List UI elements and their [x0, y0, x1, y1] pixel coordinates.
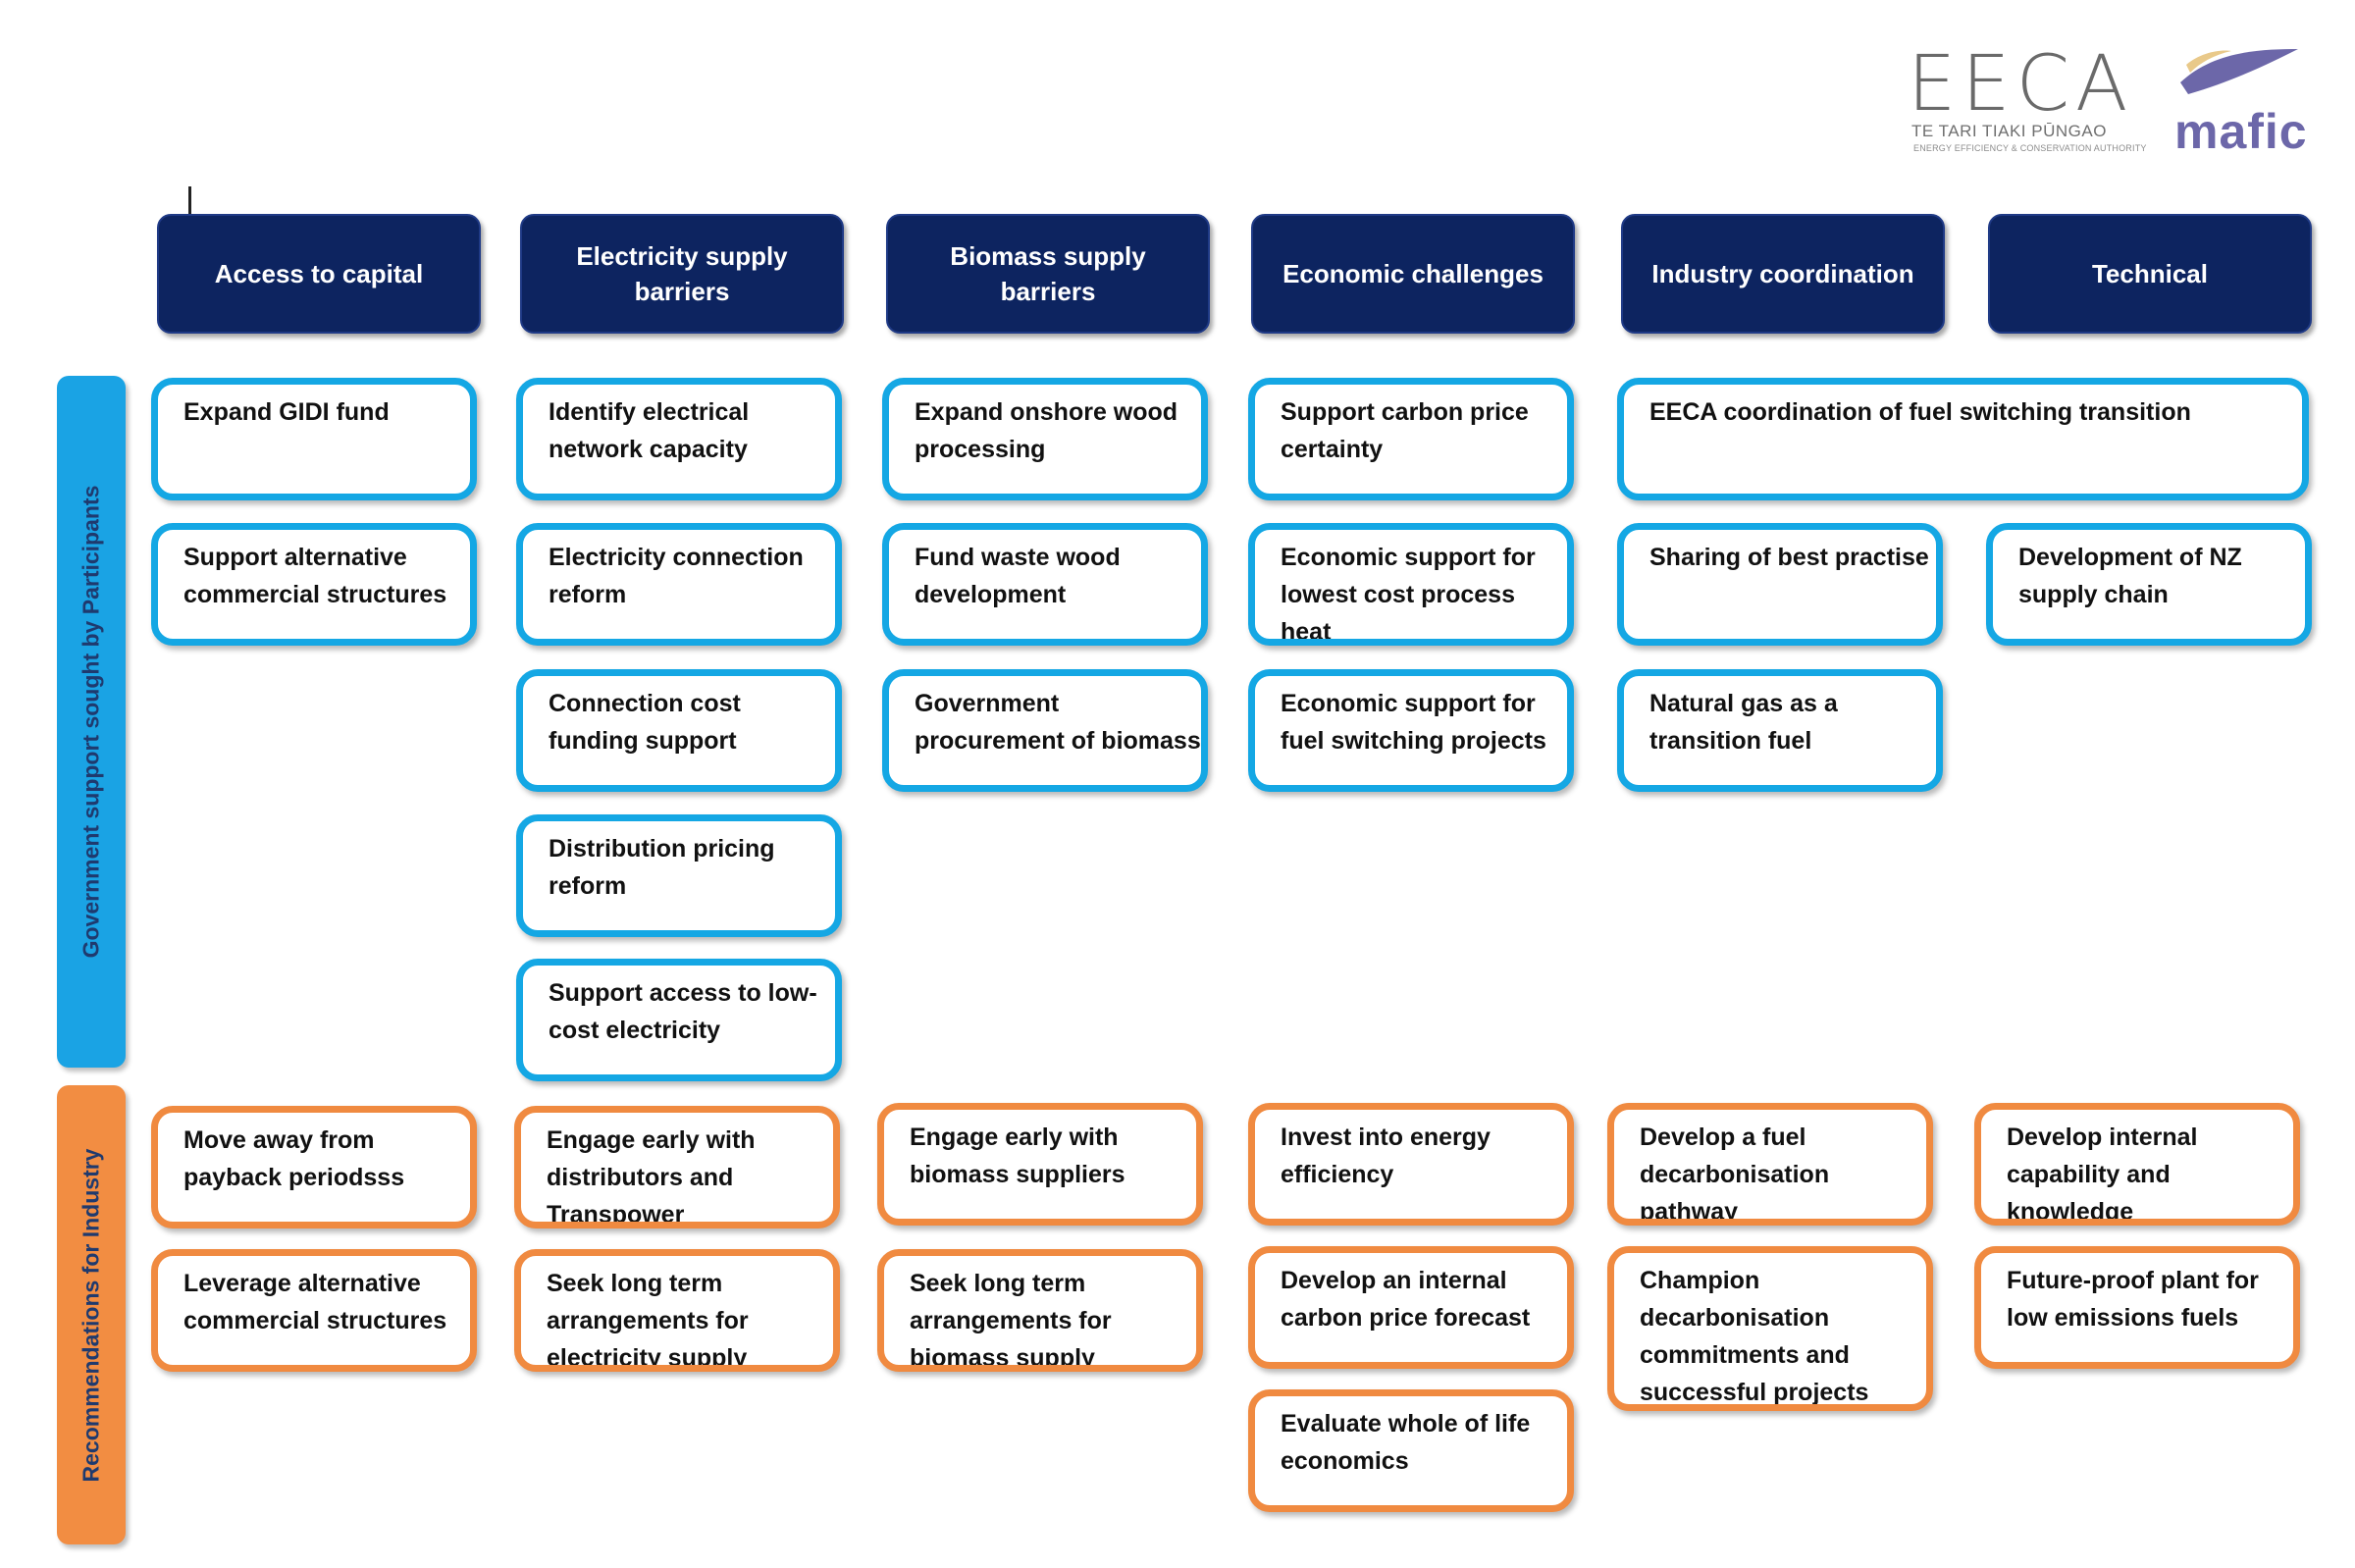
eeca-subtitle: ENERGY EFFICIENCY & CONSERVATION AUTHORI… — [1913, 143, 2147, 153]
gov-box-biomass-3: Government procurement of biomass — [882, 669, 1208, 792]
header-industry-coordination: Industry coordination — [1621, 214, 1945, 334]
mafic-swoosh-icon — [2180, 49, 2298, 94]
gov-box-electricity-3: Connection cost funding support — [516, 669, 842, 792]
ind-box-economic-2: Develop an internal carbon price forecas… — [1248, 1246, 1574, 1369]
header-economic-challenges: Economic challenges — [1251, 214, 1575, 334]
gov-box-access-capital-1: Expand GIDI fund — [151, 378, 477, 500]
ind-box-technical-1: Develop internal capability and knowledg… — [1974, 1103, 2300, 1226]
gov-box-access-capital-2: Support alternative commercial structure… — [151, 523, 477, 646]
ind-box-biomass-2: Seek long term arrangements for biomass … — [877, 1249, 1203, 1372]
ind-box-access-capital-2: Leverage alternative commercial structur… — [151, 1249, 477, 1372]
gov-box-coordination-2: Natural gas as a transition fuel — [1617, 669, 1943, 792]
ind-box-economic-3: Evaluate whole of life economics — [1248, 1389, 1574, 1512]
mafic-logo: mafic — [2174, 104, 2308, 159]
gov-box-technical-1: Development of NZ supply chain — [1986, 523, 2312, 646]
eeca-logo: EECA — [1908, 40, 2134, 129]
gov-box-electricity-1: Identify electrical network capacity — [516, 378, 842, 500]
ind-box-electricity-2: Seek long term arrangements for electric… — [514, 1249, 840, 1372]
gov-box-economic-1: Support carbon price certainty — [1248, 378, 1574, 500]
ind-box-coordination-2: Champion decarbonisation commitments and… — [1607, 1246, 1933, 1411]
header-biomass-supply-barriers: Biomass supply barriers — [886, 214, 1210, 334]
ind-box-biomass-1: Engage early with biomass suppliers — [877, 1103, 1203, 1226]
gov-box-biomass-1: Expand onshore wood processing — [882, 378, 1208, 500]
ind-box-access-capital-1: Move away from payback periodsss — [151, 1106, 477, 1228]
ind-box-coordination-1: Develop a fuel decarbonisation pathway — [1607, 1103, 1933, 1226]
gov-box-economic-2: Economic support for lowest cost process… — [1248, 523, 1574, 646]
row-label-government: Government support sought by Participant… — [57, 376, 126, 1068]
text-cursor — [188, 186, 191, 226]
gov-box-electricity-4: Distribution pricing reform — [516, 814, 842, 937]
ind-box-electricity-1: Engage early with distributors and Trans… — [514, 1106, 840, 1228]
gov-box-electricity-5: Support access to low-cost electricity — [516, 959, 842, 1081]
gov-box-biomass-2: Fund waste wood development — [882, 523, 1208, 646]
eeca-tagline: TE TARI TIAKI PŪNGAO — [1911, 122, 2107, 140]
ind-box-economic-1: Invest into energy efficiency — [1248, 1103, 1574, 1226]
gov-box-coordination-wide: EECA coordination of fuel switching tran… — [1617, 378, 2309, 500]
header-access-to-capital: Access to capital — [157, 214, 481, 334]
gov-box-electricity-2: Electricity connection reform — [516, 523, 842, 646]
gov-box-economic-3: Economic support for fuel switching proj… — [1248, 669, 1574, 792]
row-label-industry: Recommendations for Industry — [57, 1085, 126, 1544]
header-technical: Technical — [1988, 214, 2312, 334]
gov-box-coordination-1: Sharing of best practise — [1617, 523, 1943, 646]
header-electricity-supply-barriers: Electricity supply barriers — [520, 214, 844, 334]
ind-box-technical-2: Future-proof plant for low emissions fue… — [1974, 1246, 2300, 1369]
